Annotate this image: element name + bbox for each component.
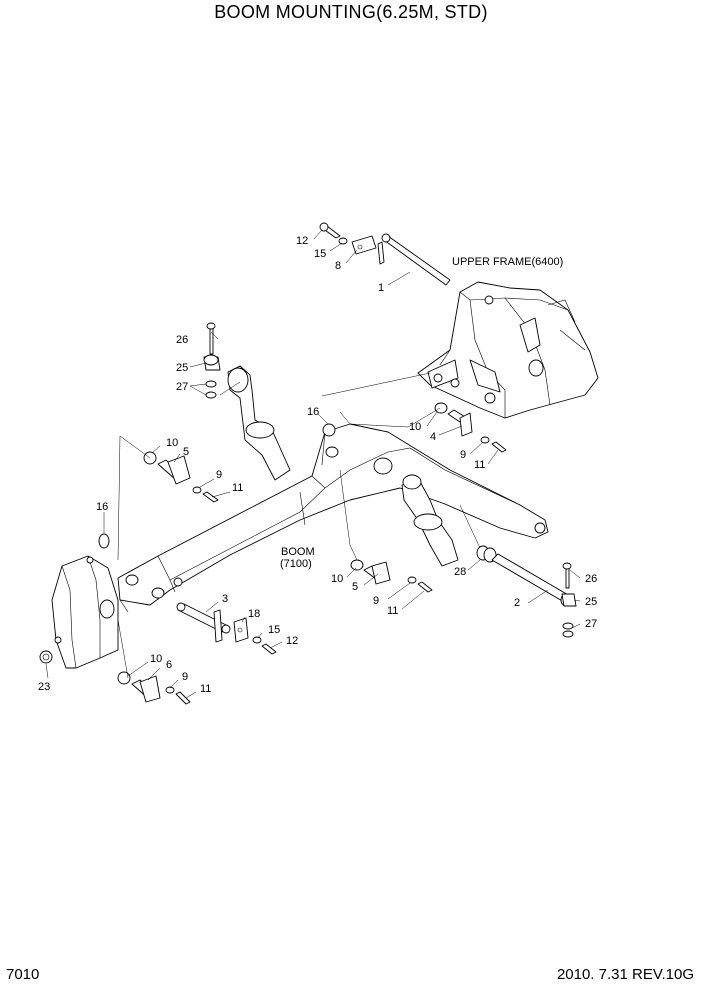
hardware-10-4-9-11	[434, 402, 507, 453]
callout-18: 18	[248, 608, 260, 620]
callout-5: 5	[352, 581, 358, 593]
boom-label: BOOM	[281, 546, 315, 558]
callout-6: 6	[166, 659, 172, 671]
revision-stamp: 2010. 7.31 REV.10G	[556, 966, 694, 983]
callout-25: 25	[585, 596, 597, 608]
callout-10: 10	[331, 573, 343, 585]
washer-16-left	[98, 533, 110, 549]
part-1-pin	[319, 222, 451, 286]
boom-foot-bracket	[39, 555, 119, 669]
callout-27: 27	[176, 381, 188, 393]
callout-9: 9	[216, 469, 222, 481]
callout-27: 27	[585, 618, 597, 630]
upper-frame-drawing	[417, 281, 599, 419]
hardware-10-5-9-11-left	[143, 451, 219, 503]
callout-9: 9	[460, 449, 466, 461]
callout-15: 15	[314, 248, 326, 260]
callout-12: 12	[286, 635, 298, 647]
upper-frame-label: UPPER FRAME(6400)	[452, 256, 563, 268]
callout-12: 12	[296, 235, 308, 247]
callout-11: 11	[474, 459, 485, 471]
part-3-pin	[176, 602, 277, 655]
callout-8: 8	[335, 260, 341, 272]
callout-3: 3	[222, 593, 228, 605]
cylinder-right	[401, 474, 459, 567]
callout-11: 11	[200, 683, 211, 695]
callout-23: 23	[38, 681, 50, 693]
callout-1: 1	[378, 282, 384, 294]
hardware-10-6-9-11-bottom	[117, 671, 191, 705]
callout-4: 4	[430, 431, 436, 443]
callout-10: 10	[409, 421, 421, 433]
callout-11: 11	[232, 482, 243, 494]
cylinder-left	[227, 365, 291, 481]
callout-28: 28	[454, 566, 466, 578]
boom-code-label: (7100)	[280, 558, 312, 570]
hardware-10-5-9-11-center	[350, 559, 433, 593]
callout-11: 11	[387, 605, 398, 617]
callout-9: 9	[373, 595, 379, 607]
callout-15: 15	[268, 624, 280, 636]
callout-10: 10	[166, 437, 178, 449]
callout-26: 26	[585, 573, 597, 585]
callout-16: 16	[307, 406, 319, 418]
callout-5: 5	[183, 446, 189, 458]
callout-26: 26	[176, 334, 188, 346]
page-number: 7010	[6, 966, 40, 983]
washer-16-right	[322, 423, 336, 437]
callout-9: 9	[182, 671, 188, 683]
callout-10: 10	[150, 653, 162, 665]
hardware-26-25-27-left	[203, 322, 221, 399]
leader-lines	[45, 229, 581, 699]
page-title: BOOM MOUNTING(6.25M, STD)	[214, 2, 488, 22]
callout-16: 16	[96, 501, 108, 513]
callout-2: 2	[514, 597, 520, 609]
part-2-pin	[476, 545, 577, 638]
callout-25: 25	[176, 362, 188, 374]
